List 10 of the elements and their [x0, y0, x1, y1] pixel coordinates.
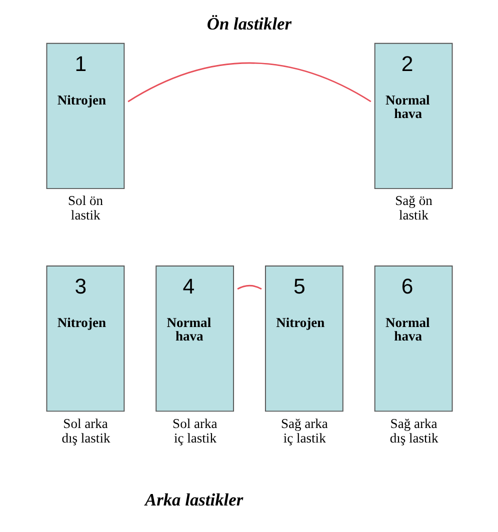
node-label: Sol ön lastik [68, 193, 103, 223]
caption: Arka lastikler [144, 489, 243, 510]
node-label: Sol arka dış lastik [61, 416, 110, 446]
connector [236, 284, 262, 290]
node-label: Sol arka iç lastik [172, 416, 217, 446]
node-label: Sağ arka iç lastik [280, 416, 328, 446]
connector [127, 62, 371, 102]
node-label: Sağ ön lastik [394, 193, 432, 223]
node-label: Sağ arka dış lastik [389, 416, 438, 446]
diagram-title: Ön lastikler [206, 13, 292, 34]
